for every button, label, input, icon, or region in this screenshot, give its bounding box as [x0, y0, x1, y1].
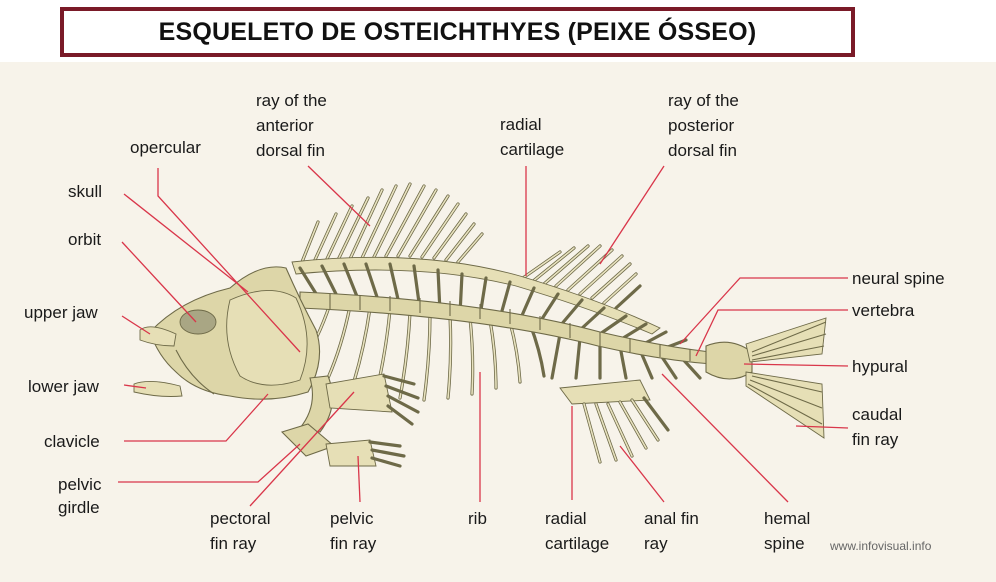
- label-vertebra: vertebra: [852, 301, 915, 320]
- label-pelvic-girdle: pelvic girdle: [58, 475, 106, 517]
- leader-neural-spine: [679, 277, 848, 345]
- label-radial-cartilage-bottom: radial cartilage: [545, 509, 609, 553]
- posterior-dorsal-fin: [518, 244, 642, 310]
- leader-upper-jaw: [121, 315, 151, 335]
- leader-anal-fin-ray: [619, 445, 665, 503]
- pectoral-fin: [298, 373, 420, 433]
- label-clavicle: clavicle: [44, 432, 100, 451]
- label-upper-jaw: upper jaw: [24, 303, 98, 322]
- pelvic-fin: [280, 423, 406, 468]
- page-title: ESQUELETO DE OSTEICHTHYES (PEIXE ÓSSEO): [158, 17, 757, 46]
- leader-skull: [123, 193, 249, 293]
- label-orbit: orbit: [68, 230, 101, 249]
- anterior-dorsal-fin: [300, 182, 484, 264]
- anal-fin: [559, 379, 670, 464]
- leader-pectoral-fin-ray: [249, 391, 355, 507]
- caudal-fin: [705, 317, 827, 439]
- label-hemal-spine: hemal spine: [764, 509, 815, 553]
- label-anterior-dorsal-fin: ray of the anterior dorsal fin: [256, 91, 332, 160]
- title-box: ESQUELETO DE OSTEICHTHYES (PEIXE ÓSSEO): [60, 7, 855, 57]
- vertebra-segments: [329, 294, 691, 361]
- leader-pelvic-fin-ray: [357, 455, 361, 503]
- label-radial-cartilage-top: radial cartilage: [500, 115, 564, 159]
- labels: opercular skull orbit upper jaw lower ja…: [24, 91, 945, 553]
- leader-caudal-fin-ray: [795, 425, 849, 429]
- label-opercular: opercular: [130, 138, 201, 157]
- leader-posterior-dorsal-fin: [599, 165, 665, 265]
- label-posterior-dorsal-fin: ray of the posterior dorsal fin: [668, 91, 744, 160]
- label-neural-spine: neural spine: [852, 269, 945, 288]
- skull-bones: [133, 266, 321, 400]
- leader-clavicle: [124, 393, 269, 442]
- leader-lines: [118, 165, 849, 507]
- leader-pelvic-girdle: [118, 443, 301, 483]
- label-anal-fin-ray: anal fin ray: [644, 509, 704, 553]
- label-hypural: hypural: [852, 357, 908, 376]
- leader-lower-jaw: [123, 384, 147, 389]
- label-lower-jaw: lower jaw: [28, 377, 100, 396]
- fish-skeleton: [133, 182, 827, 468]
- leader-vertebra: [695, 309, 848, 357]
- leader-anterior-dorsal-fin: [307, 165, 371, 227]
- leader-orbit: [121, 241, 197, 323]
- leader-opercular: [157, 168, 301, 353]
- label-pelvic-fin-ray: pelvic fin ray: [330, 509, 378, 553]
- label-caudal-fin-ray: caudal fin ray: [852, 405, 907, 449]
- label-skull: skull: [68, 182, 102, 201]
- leader-hypural: [743, 363, 849, 367]
- label-rib: rib: [468, 509, 487, 528]
- credit-text: www.infovisual.info: [829, 539, 932, 553]
- label-pectoral-fin-ray: pectoral fin ray: [210, 509, 275, 553]
- leader-hemal-spine: [661, 373, 789, 503]
